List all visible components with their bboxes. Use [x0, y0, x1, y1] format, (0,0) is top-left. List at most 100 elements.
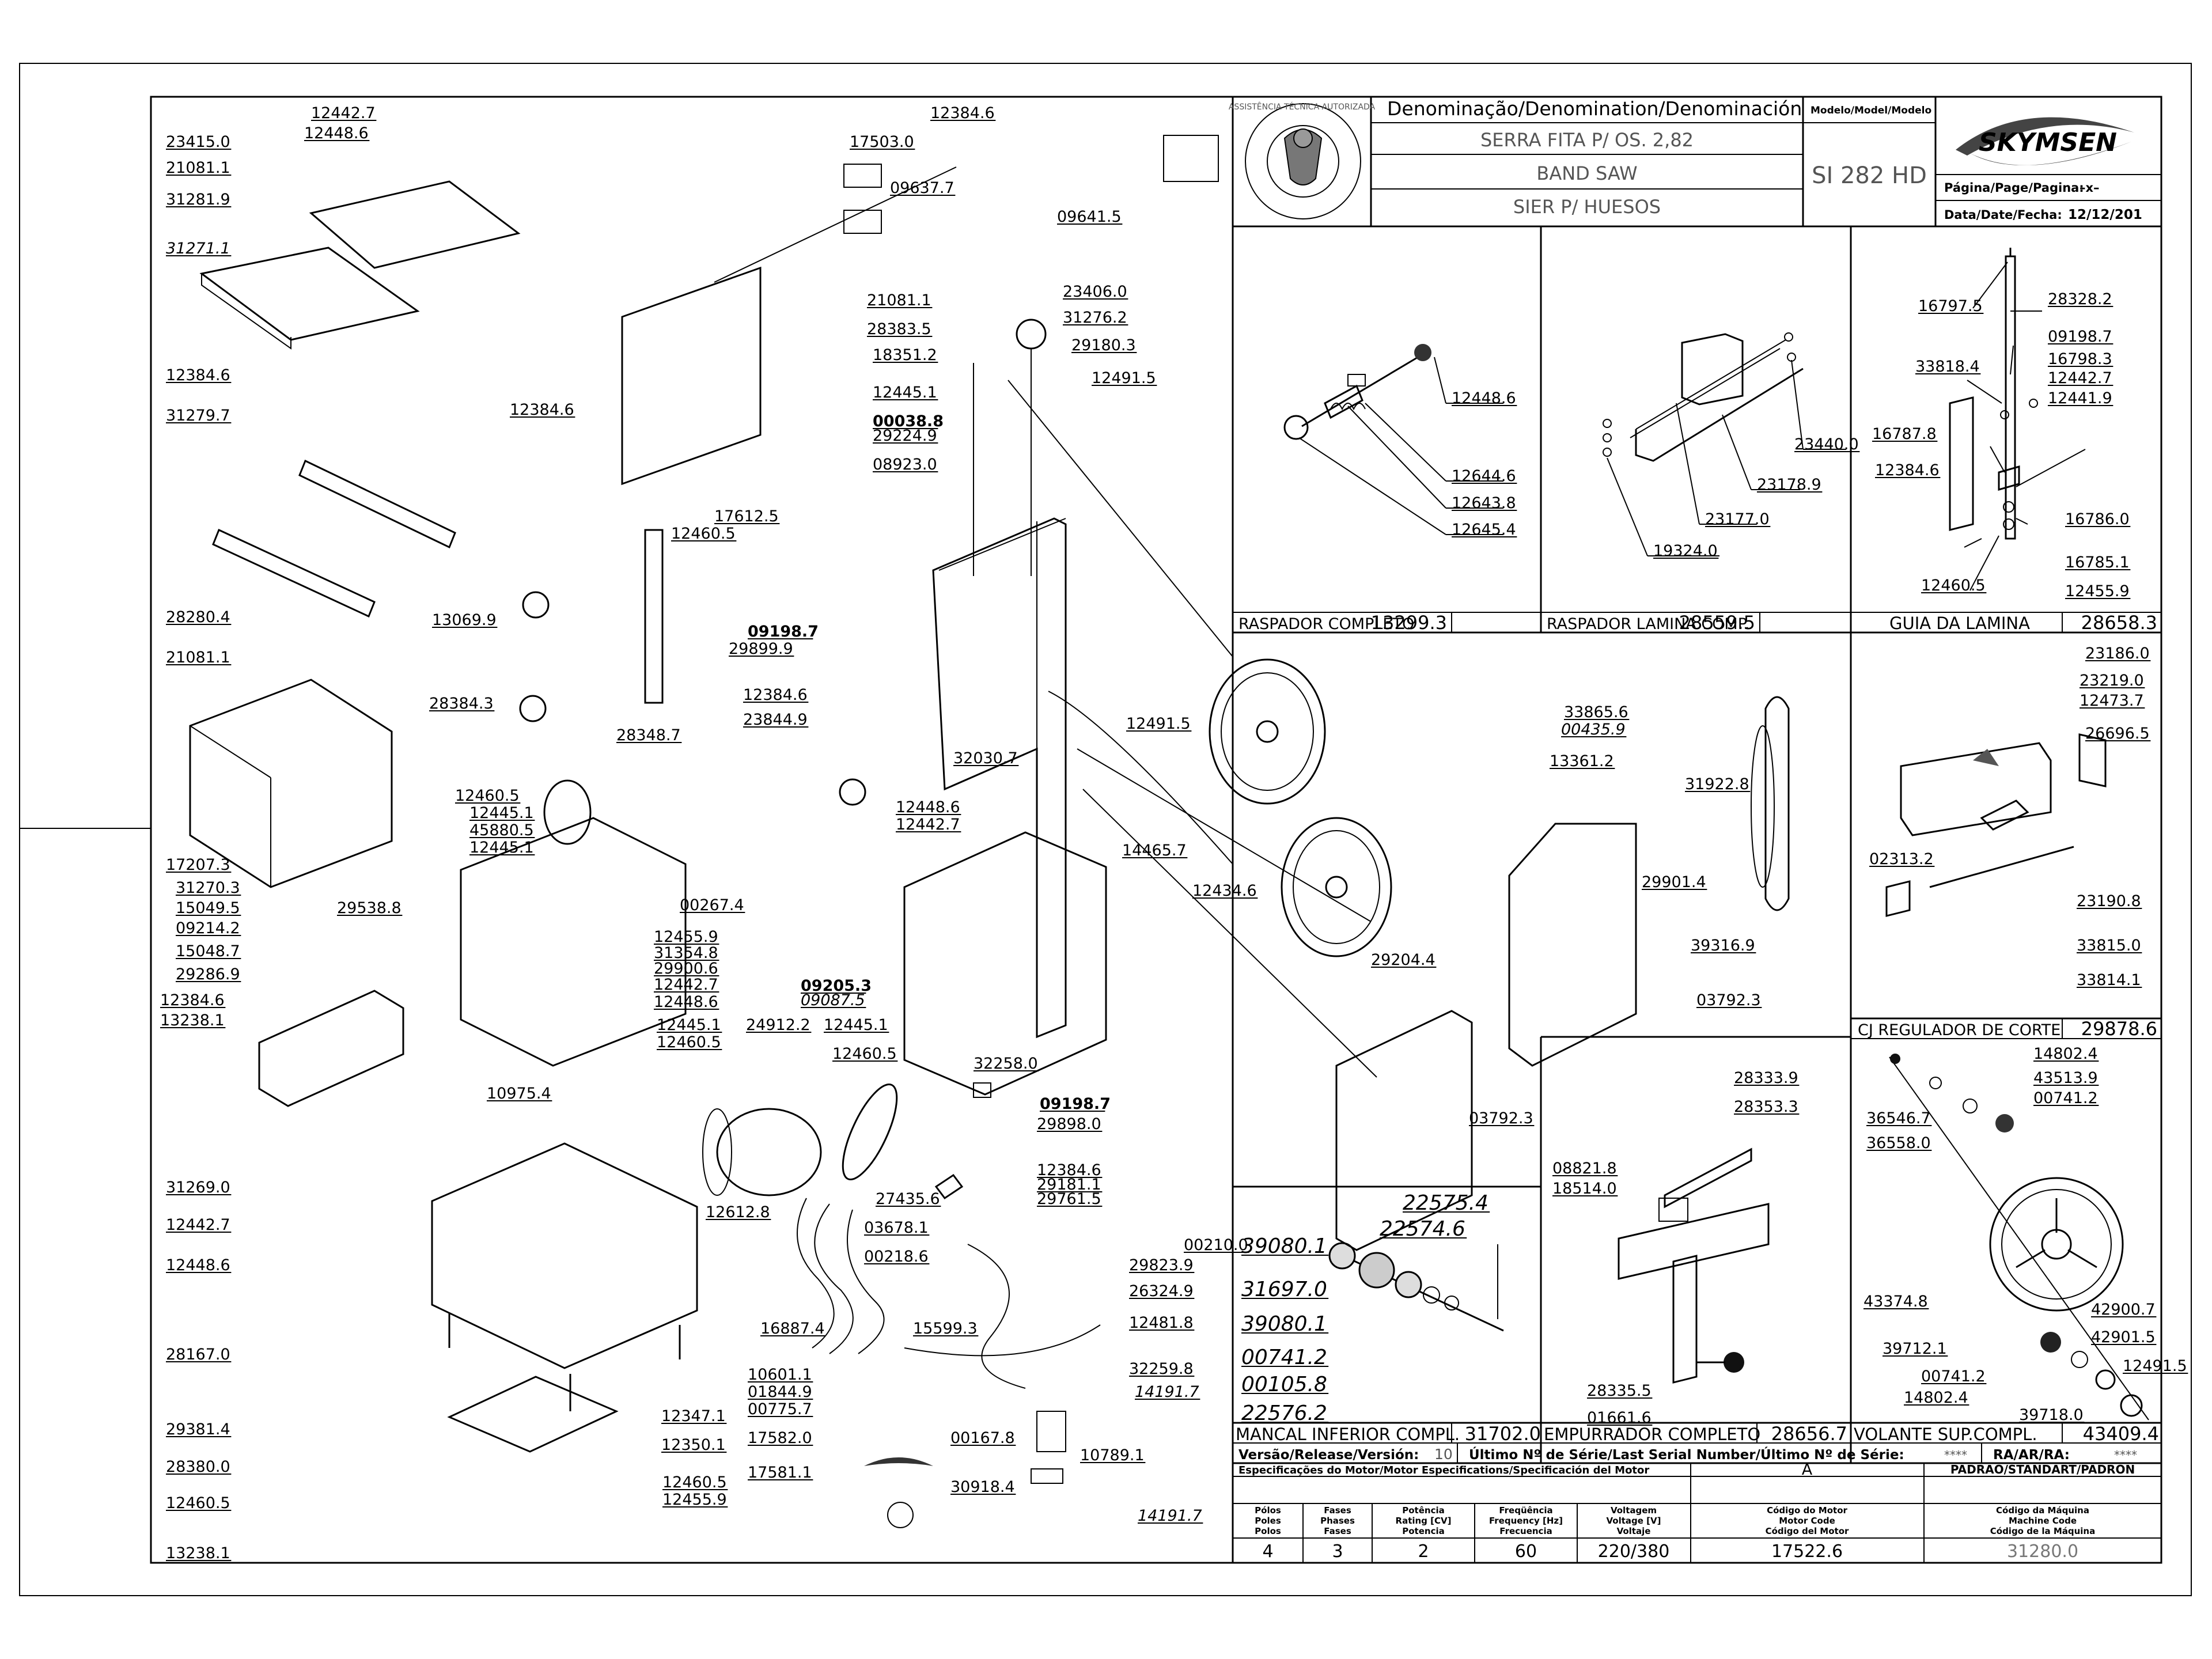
part-label: 01844.9 — [748, 1383, 812, 1401]
part-label: 29181.1 — [1037, 1176, 1101, 1194]
motor-header-cell: Potência — [1402, 1505, 1444, 1516]
part-label: 00105.8 — [1241, 1373, 1327, 1396]
part-label: 33818.4 — [1915, 358, 1980, 376]
motor-header-cell: Rating [CV] — [1396, 1516, 1452, 1526]
raspador-drawing — [1283, 344, 1503, 535]
part-label: 32259.8 — [1129, 1360, 1194, 1378]
part-label: 12445.1 — [873, 384, 937, 402]
part-label: 13238.1 — [160, 1012, 225, 1029]
part-label: 29899.9 — [729, 640, 793, 658]
part-label: 12473.7 — [2080, 692, 2144, 710]
part-label: 09198.7 — [748, 623, 819, 641]
part-label: 10975.4 — [487, 1085, 551, 1103]
part-label: 22576.2 — [1241, 1402, 1327, 1425]
part-label: 12445.1 — [469, 839, 534, 857]
motor-header-cell: Frecuencia — [1499, 1526, 1552, 1536]
caption-regulador: CJ REGULADOR DE CORTE — [1858, 1021, 2061, 1039]
part-label: 00267.4 — [680, 896, 744, 914]
page-value: –x– — [2080, 181, 2100, 195]
part-label: 12347.1 — [661, 1407, 726, 1425]
mancal-drawing — [1328, 1242, 1504, 1332]
part-label: 29761.5 — [1037, 1190, 1101, 1208]
part-label: 31269.0 — [166, 1179, 230, 1196]
motor-header-cell: Voltage [V] — [1607, 1516, 1661, 1526]
part-label: 12384.6 — [1037, 1161, 1101, 1179]
part-label: 31271.1 — [166, 240, 230, 257]
brand-name: SKYMSEN — [1979, 128, 2117, 157]
part-label: 12442.7 — [896, 816, 960, 834]
part-label: 10601.1 — [748, 1366, 812, 1384]
part-label: 03678.1 — [864, 1219, 929, 1237]
part-label: 12448.6 — [654, 993, 718, 1011]
part-label: 32258.0 — [974, 1055, 1038, 1073]
part-label: 28335.5 — [1587, 1382, 1652, 1400]
part-label: 30918.4 — [950, 1478, 1015, 1496]
caption-volante: VOLANTE SUP.COMPL. — [1854, 1425, 2037, 1444]
caption-empurrador: EMPURRADOR COMPLETO — [1544, 1425, 1760, 1444]
part-label: 13069.9 — [432, 611, 497, 629]
motor-header-cell: Potencia — [1402, 1526, 1444, 1536]
part-label: 08923.0 — [873, 456, 937, 474]
part-label: 36546.7 — [1866, 1109, 1931, 1127]
part-label: 03792.3 — [1469, 1109, 1533, 1127]
motor-value-cell: 3 — [1332, 1541, 1343, 1562]
part-label: 29901.4 — [1642, 873, 1706, 891]
part-label: 39712.1 — [1883, 1340, 1947, 1358]
date-value: 12/12/201 — [2068, 207, 2142, 222]
part-label: 16798.3 — [2048, 350, 2112, 368]
part-label: 31922.8 — [1685, 775, 1749, 793]
part-label: 24912.2 — [746, 1016, 810, 1034]
part-label: 10789.1 — [1080, 1446, 1145, 1464]
part-label: 23844.9 — [743, 711, 808, 729]
skymsen-logo: SKYMSEN — [1956, 117, 2134, 165]
part-label: 22575.4 — [1403, 1191, 1488, 1215]
part-label: 26696.5 — [2085, 725, 2150, 743]
part-label: 14802.4 — [1904, 1389, 1968, 1407]
part-label: 12643.8 — [1452, 494, 1516, 512]
volante-drawing — [1889, 1054, 2149, 1421]
part-label: 00435.9 — [1561, 721, 1626, 738]
raspador-lamina-drawing — [1603, 332, 1846, 556]
name-en: BAND SAW — [1536, 162, 1637, 184]
release-value: 10 — [1434, 1446, 1453, 1463]
part-label: 12384.6 — [930, 104, 995, 122]
part-label: 12384.6 — [510, 401, 574, 419]
part-label: 12460.5 — [1921, 577, 1986, 594]
denomination-label: Denominação/Denomination/Denominación — [1387, 97, 1802, 120]
part-label: 39718.0 — [2019, 1406, 2084, 1424]
part-label: 12384.6 — [160, 991, 225, 1009]
ra-value: **** — [2114, 1448, 2137, 1462]
part-label: 00210.0 — [1184, 1236, 1248, 1254]
part-label: 16797.5 — [1918, 297, 1983, 315]
part-label: 12645.4 — [1452, 521, 1516, 539]
part-label: 27435.6 — [876, 1190, 940, 1208]
motor-value-cell: 2 — [1418, 1541, 1429, 1562]
motor-value-cell: 4 — [1262, 1541, 1273, 1562]
model-code: SI 282 HD — [1812, 162, 1927, 189]
part-label: 00038.8 — [873, 412, 944, 430]
motor-header-cell: Motor Code — [1779, 1516, 1835, 1526]
serial-value: **** — [1944, 1448, 1967, 1462]
part-label: 12384.6 — [743, 686, 808, 704]
part-label: 29180.3 — [1071, 336, 1136, 354]
part-label: 39080.1 — [1241, 1312, 1327, 1336]
authorized-service-stamp — [1245, 103, 1361, 219]
part-label: 12612.8 — [706, 1203, 770, 1221]
part-label: 42900.7 — [2091, 1301, 2156, 1319]
motor-header-cell: Pólos — [1255, 1505, 1281, 1516]
detail-grid — [1233, 226, 2161, 1563]
serial-label: Último Nº de Série/Last Serial Number/Úl… — [1469, 1446, 1904, 1463]
part-label: 29898.0 — [1037, 1115, 1101, 1133]
part-label: 12441.9 — [2048, 389, 2112, 407]
motor-header-cell: Machine Code — [2009, 1516, 2077, 1526]
part-label: 15048.7 — [176, 942, 240, 960]
part-label: 31276.2 — [1063, 309, 1127, 327]
motor-value-cell: 31280.0 — [2007, 1541, 2078, 1562]
motor-header-cell: Voltagem — [1611, 1505, 1657, 1516]
part-label: 12442.7 — [166, 1216, 230, 1234]
part-label: 12460.5 — [832, 1045, 897, 1063]
part-label: 28280.4 — [166, 608, 230, 626]
part-label: 23219.0 — [2080, 672, 2144, 690]
page-label: Página/Page/Pagina: — [1944, 181, 2084, 195]
part-label: 00775.7 — [748, 1400, 812, 1418]
